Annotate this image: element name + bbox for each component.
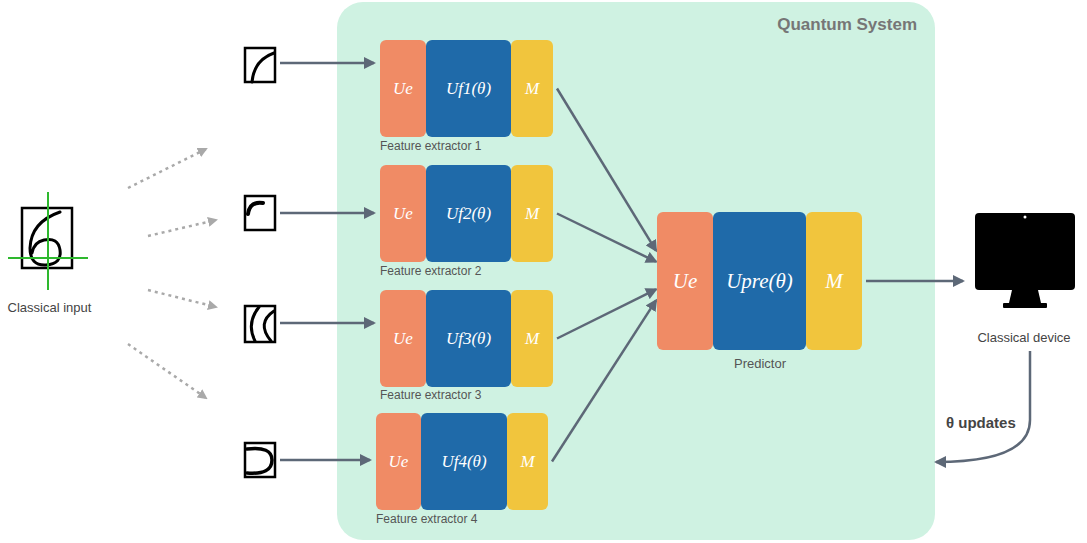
extractor-label: Feature extractor 4 [376,512,477,526]
gate-label: M [525,79,539,99]
encoding-box: Ue [376,413,421,510]
gate-label: Uf3(θ) [446,329,491,349]
input-node: Classical input [2,190,97,315]
device-node: Classical device [964,205,1084,345]
encoding-box: Ue [657,212,713,350]
feature-circuit-box: Uf1(θ) [426,40,511,137]
gate-label: M [525,329,539,349]
gate-label: Ue [389,452,409,472]
split-arrows [128,149,216,398]
gate-label: Ue [393,204,413,224]
gate-label: Uf1(θ) [446,79,491,99]
monitor-icon [975,213,1075,308]
feature-circuit-box: Uf2(θ) [426,165,511,262]
extractor-label: Feature extractor 3 [380,388,481,402]
feature-circuit-box: Uf3(θ) [426,290,511,387]
measure-box: M [507,413,548,510]
edge-label: θ updates [944,414,1018,431]
extractor-label: Feature extractor 1 [380,139,481,153]
image-patches [245,48,275,477]
panel-title: Quantum System [777,15,917,35]
gate-label: Upre(θ) [726,269,793,294]
encoding-box: Ue [380,165,426,262]
node-caption: Classical input [8,300,92,315]
measure-box: M [511,40,553,137]
predictor-circuit-box: Upre(θ) [713,212,806,350]
gate-label: M [825,269,843,294]
measure-box: M [511,165,553,262]
gate-label: M [520,452,534,472]
node-caption: Classical device [977,330,1070,345]
encoding-box: Ue [380,40,426,137]
gate-label: Uf4(θ) [441,452,486,472]
measure-box: M [511,290,553,387]
gate-label: Ue [393,329,413,349]
gate-label: Ue [393,79,413,99]
feature-circuit-box: Uf4(θ) [421,413,507,510]
gate-label: Uf2(θ) [446,204,491,224]
predictor-label: Predictor [734,356,786,371]
measure-box: M [806,212,862,350]
encoding-box: Ue [380,290,426,387]
extractor-label: Feature extractor 2 [380,264,481,278]
flow-arrow [936,351,1030,462]
input-digit [8,192,88,290]
gate-label: M [525,204,539,224]
gate-label: Ue [673,269,698,294]
